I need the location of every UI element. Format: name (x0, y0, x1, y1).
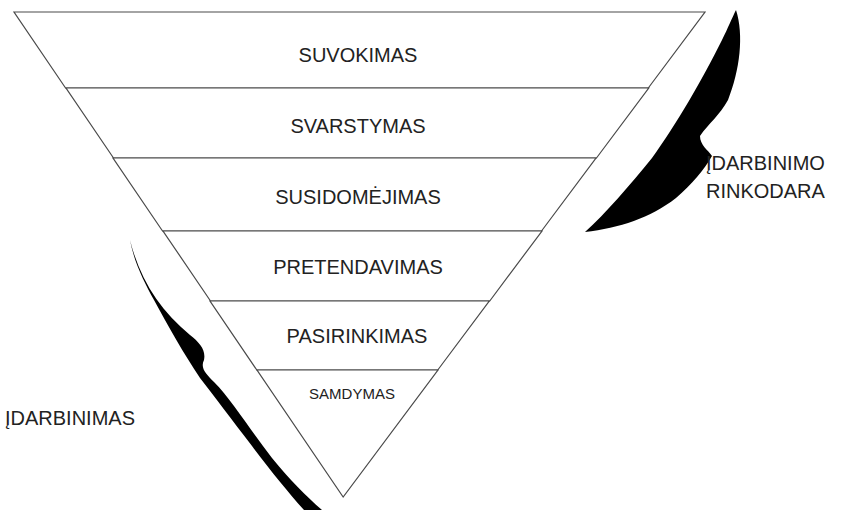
band-shape (66, 88, 649, 158)
band-shape (257, 370, 438, 497)
funnel-band: SVARSTYMAS (66, 88, 649, 158)
bracket-label: ĮDARBINIMO RINKODARA (706, 149, 852, 205)
stage-label: SUSIDOMĖJIMAS (275, 185, 441, 209)
stage-label: PRETENDAVIMAS (273, 255, 443, 279)
bracket-label: ĮDARBINIMAS (5, 404, 175, 432)
funnel-band: SUSIDOMĖJIMAS (113, 158, 596, 231)
funnel-band: PASIRINKIMAS (210, 301, 489, 370)
band-shape (14, 12, 705, 88)
stage-label: SVARSTYMAS (290, 114, 425, 138)
stage-label: SAMDYMAS (309, 385, 395, 403)
stage-label: SUVOKIMAS (299, 43, 418, 67)
funnel-band: SAMDYMAS (257, 370, 438, 497)
funnel-band: SUVOKIMAS (14, 12, 705, 88)
band-shape (163, 231, 542, 301)
band-shape (210, 301, 489, 370)
stage-label: PASIRINKIMAS (287, 324, 428, 348)
band-shape (113, 158, 596, 231)
funnel-band: PRETENDAVIMAS (163, 231, 542, 301)
